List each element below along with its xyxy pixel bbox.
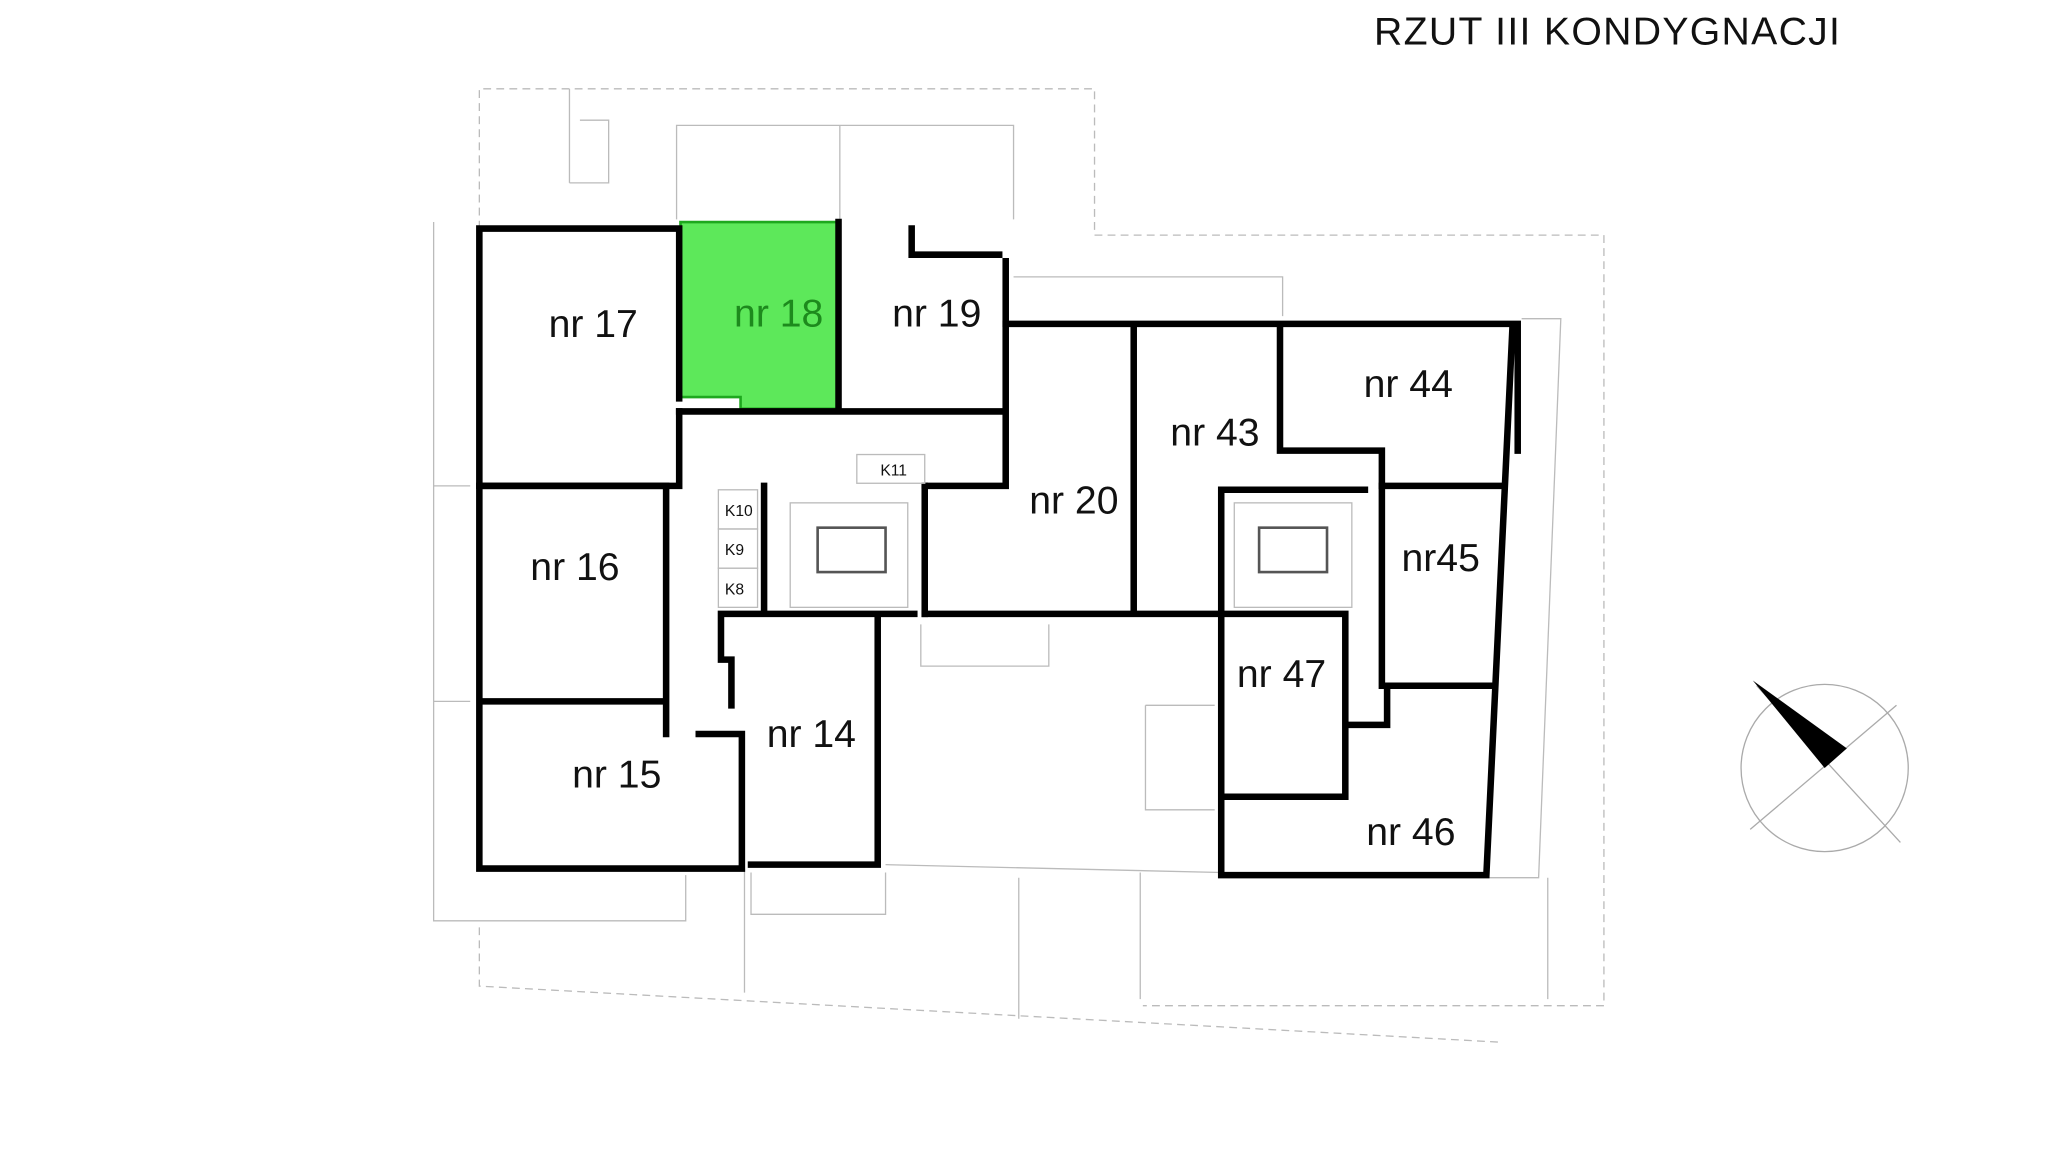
stairwell-west: [789, 502, 909, 608]
room-label-17: nr 17: [549, 303, 638, 346]
storage-k9: K9: [725, 542, 744, 559]
storage-k8: K8: [725, 581, 744, 598]
storage-units: [717, 453, 926, 608]
room-nr-47[interactable]: [1225, 618, 1343, 794]
storage-k11: K11: [880, 462, 907, 479]
room-label-20: nr 20: [1029, 479, 1118, 522]
room-label-45: nr45: [1401, 537, 1479, 580]
room-label-47: nr 47: [1237, 653, 1326, 696]
room-nr-20[interactable]: [929, 328, 1131, 611]
site-outline: [432, 88, 1605, 1043]
room-label-14: nr 14: [767, 713, 856, 756]
room-label-16: nr 16: [530, 546, 619, 589]
room-nr-43[interactable]: [1138, 328, 1278, 611]
room-nr-17[interactable]: [483, 232, 676, 483]
stairwell-east: [1233, 502, 1353, 608]
walls: [476, 218, 1521, 879]
room-nr-16[interactable]: [483, 490, 663, 699]
room-label-19: nr 19: [892, 293, 981, 336]
storage-k10: K10: [725, 503, 753, 520]
room-label-15: nr 15: [572, 754, 661, 797]
room-label-18: nr 18: [734, 293, 823, 336]
room-nr-45[interactable]: [1386, 490, 1504, 683]
plan-title: RZUT III KONDYGNACJI: [1374, 10, 1841, 53]
room-label-43: nr 43: [1170, 411, 1259, 454]
room-label-44: nr 44: [1364, 363, 1453, 406]
room-label-46: nr 46: [1366, 811, 1455, 854]
north-arrow-icon: [1740, 680, 1909, 853]
